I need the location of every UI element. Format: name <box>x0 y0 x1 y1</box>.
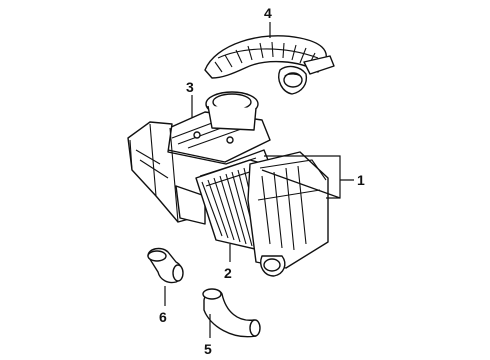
callout-label-6: 6 <box>159 309 167 325</box>
part-6-elbow <box>147 247 184 284</box>
callout-label-3: 3 <box>186 79 194 95</box>
callout-label-1: 1 <box>357 172 365 188</box>
callout-2: 2 <box>224 244 232 281</box>
part-5-hose <box>202 288 261 338</box>
callout-1: 1 <box>261 155 365 199</box>
part-1-housing-half <box>247 151 329 277</box>
callout-label-2: 2 <box>224 265 232 281</box>
part-3-cleaner-cover <box>159 91 271 163</box>
callout-3: 3 <box>186 79 194 118</box>
callout-label-5: 5 <box>204 341 212 357</box>
callout-label-4: 4 <box>264 5 272 21</box>
callout-4: 4 <box>264 5 272 38</box>
air-cleaner-housing <box>127 121 269 225</box>
callout-6: 6 <box>159 286 167 325</box>
callout-5: 5 <box>204 314 212 357</box>
part-4-intake-duct <box>204 35 335 95</box>
